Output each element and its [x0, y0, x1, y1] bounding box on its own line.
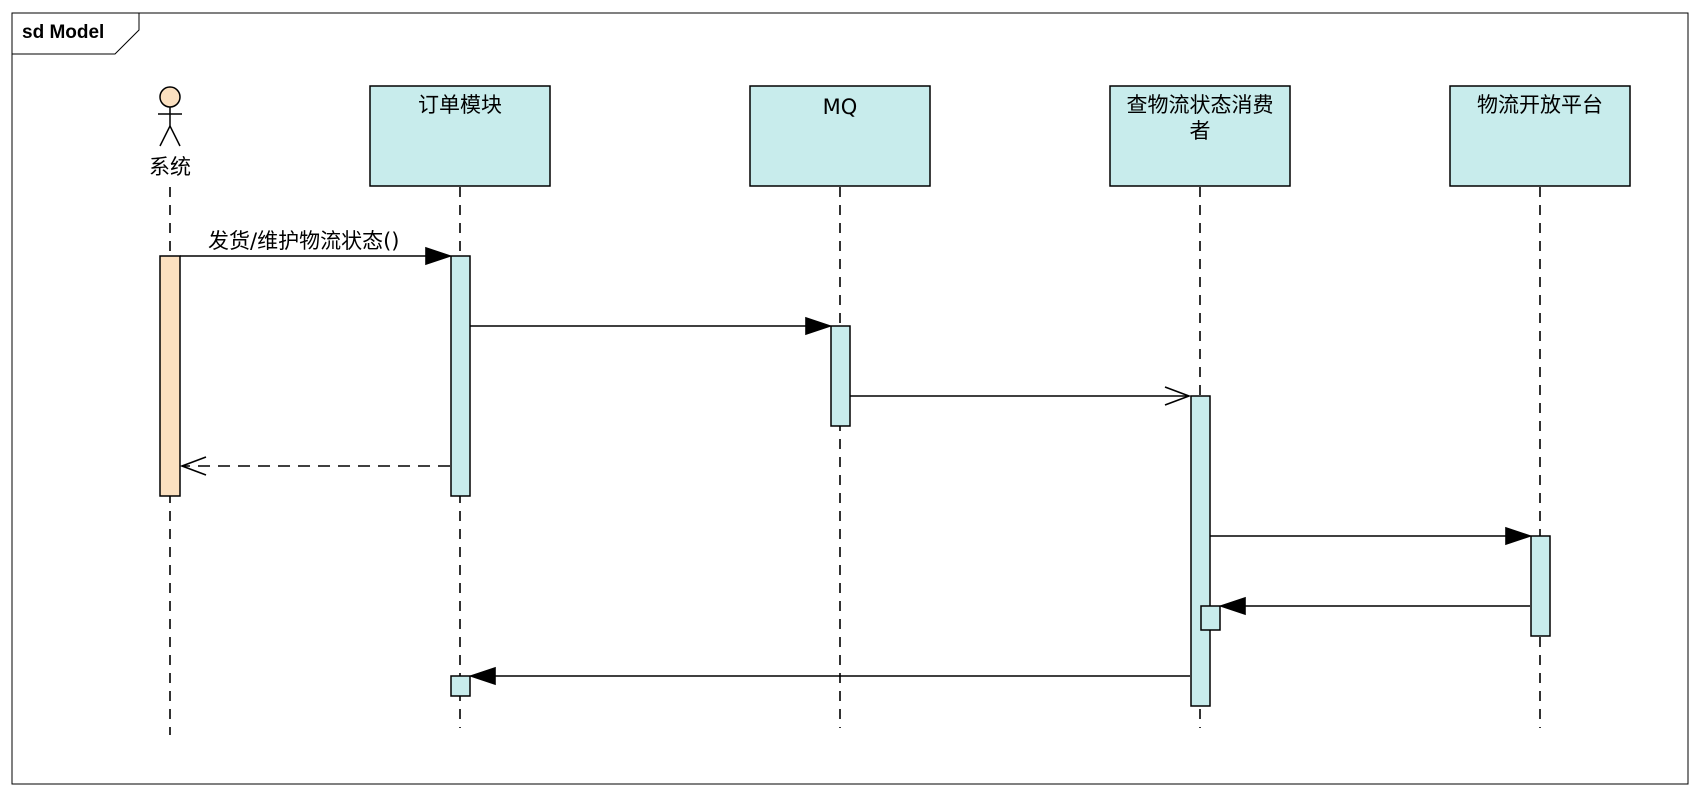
activation-consumer-nested	[1200, 605, 1221, 631]
arrowhead-filled	[468, 666, 496, 686]
arrowhead-filled	[1218, 596, 1246, 616]
participant-system: 系统	[149, 86, 191, 179]
participant-consumer: 查物流状态消费 者	[1109, 85, 1291, 187]
participant-box-platform	[1449, 85, 1631, 187]
participant-box-consumer	[1109, 85, 1291, 187]
messages	[179, 246, 1533, 686]
arrowhead-filled	[1505, 526, 1533, 546]
stick-figure-icon	[158, 86, 182, 147]
participant-platform: 物流开放平台	[1449, 85, 1631, 187]
participant-box-mq	[749, 85, 931, 187]
actor-head	[159, 86, 181, 108]
activation-order-callback	[450, 675, 471, 697]
message-label-system-to-order: 发货/维护物流状态()	[208, 229, 399, 253]
participant-label-consumer-line2: 者	[1190, 119, 1211, 143]
frame-label: sd Model	[22, 22, 104, 43]
participant-box-order	[369, 85, 551, 187]
arrowhead-open	[179, 456, 207, 476]
diagram-frame: sd Model	[11, 12, 1689, 785]
message-mq-to-consumer	[850, 386, 1192, 406]
message-return-order-to-system	[179, 456, 450, 476]
message-consumer-to-order	[468, 666, 1190, 686]
arrowhead-filled	[805, 316, 833, 336]
frame-border	[11, 12, 1689, 785]
lifelines	[169, 187, 1541, 735]
participant-order: 订单模块	[369, 85, 551, 187]
activation-platform	[1530, 535, 1551, 637]
arrowhead-open	[1164, 386, 1192, 406]
participant-label-consumer-line1: 查物流状态消费	[1127, 93, 1274, 117]
activation-consumer-main	[1190, 395, 1211, 707]
activation-system	[159, 255, 181, 497]
participant-label-system: 系统	[149, 155, 191, 179]
participant-label-order: 订单模块	[418, 93, 502, 117]
arrowhead-filled	[425, 246, 453, 266]
participant-label-mq: MQ	[823, 95, 858, 119]
message-consumer-to-platform	[1210, 526, 1533, 546]
participant-label-platform: 物流开放平台	[1477, 93, 1603, 117]
activation-order-main	[450, 255, 471, 497]
activations	[159, 255, 1551, 707]
participant-mq: MQ	[749, 85, 931, 187]
message-system-to-order	[180, 246, 453, 266]
message-order-to-mq	[470, 316, 833, 336]
frame-label-tab	[11, 12, 140, 55]
activation-mq	[830, 325, 851, 427]
message-platform-to-consumer	[1218, 596, 1530, 616]
